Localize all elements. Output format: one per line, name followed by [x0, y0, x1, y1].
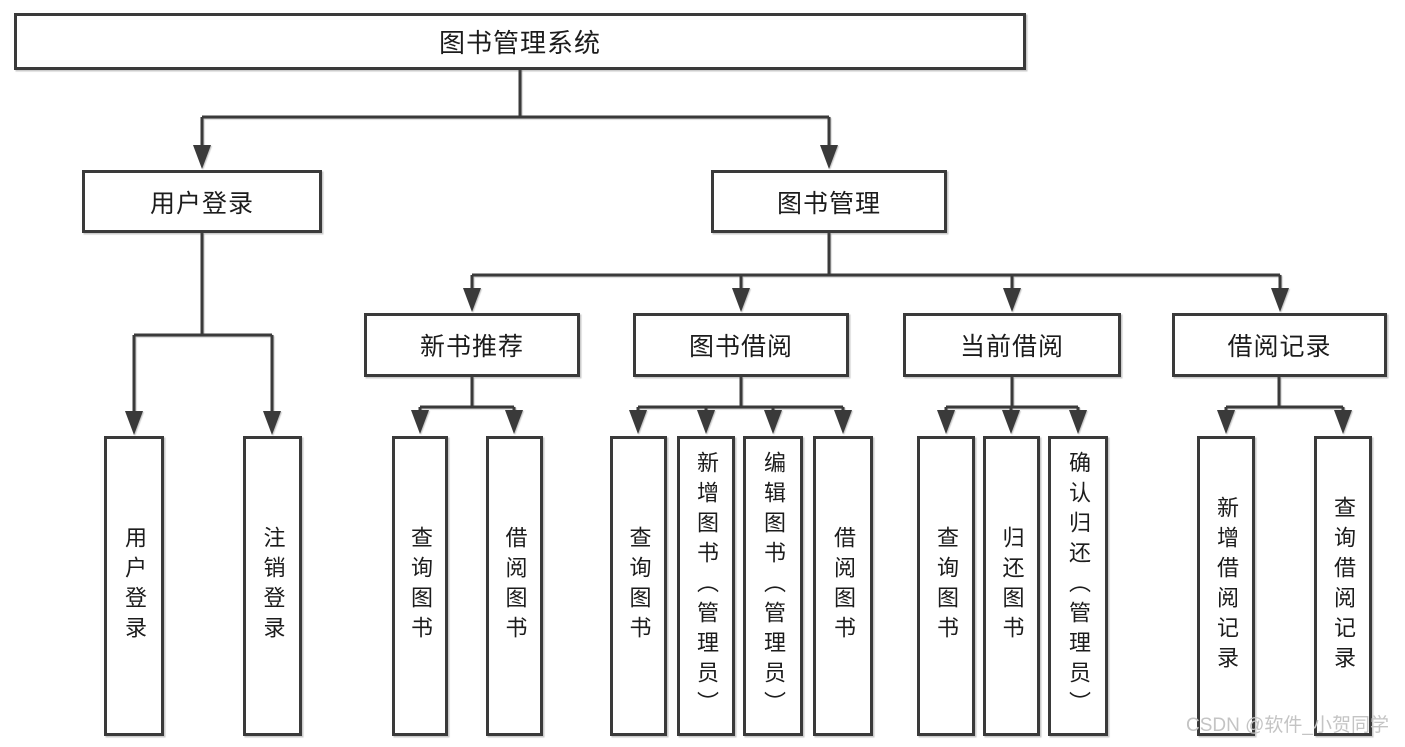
node-leaf-confirm-return-admin-label: 确认归还（管理员） [1066, 451, 1091, 721]
node-library-management-system: 图书管理系统 [14, 13, 1026, 70]
connector-current-borrowing-children [937, 377, 1087, 434]
node-book-borrowing: 图书借阅 [633, 313, 849, 377]
node-leaf-add-book-admin: 新增图书（管理员） [677, 436, 735, 736]
arrowhead [505, 410, 523, 434]
connector-book-management-children [463, 233, 1289, 312]
node-leaf-query-books-3: 查询图书 [917, 436, 975, 736]
arrowhead [1217, 410, 1235, 434]
node-leaf-borrow-books-2-label: 借阅图书 [831, 526, 856, 646]
node-book-management: 图书管理 [711, 170, 947, 233]
arrowhead [463, 288, 481, 312]
node-leaf-query-books-2: 查询图书 [610, 436, 667, 736]
node-user-login-label: 用户登录 [149, 189, 254, 218]
arrowhead [193, 145, 211, 169]
node-leaf-add-book-admin-label: 新增图书（管理员） [694, 451, 719, 721]
node-leaf-return-book: 归还图书 [983, 436, 1040, 736]
node-book-management-label: 图书管理 [776, 189, 881, 218]
node-new-book-recommendation-label: 新书推荐 [419, 333, 524, 361]
arrowhead [834, 410, 852, 434]
arrowhead [732, 288, 750, 312]
node-leaf-add-borrow-record-label: 新增借阅记录 [1214, 496, 1239, 676]
arrowhead [1069, 410, 1087, 434]
node-book-borrowing-label: 图书借阅 [688, 333, 793, 361]
node-leaf-user-login: 用户登录 [104, 436, 164, 736]
node-current-borrowing: 当前借阅 [903, 313, 1121, 377]
node-leaf-borrow-books-1-label: 借阅图书 [502, 526, 528, 646]
arrowhead [1271, 288, 1289, 312]
node-leaf-query-books-3-label: 查询图书 [934, 526, 959, 646]
connector-book-borrowing-children [629, 377, 852, 434]
arrowhead [1003, 288, 1021, 312]
arrowhead [411, 410, 429, 434]
node-borrowing-records: 借阅记录 [1172, 313, 1387, 377]
node-new-book-recommendation: 新书推荐 [364, 313, 580, 377]
node-leaf-edit-book-admin-label: 编辑图书（管理员） [761, 451, 786, 721]
node-leaf-edit-book-admin: 编辑图书（管理员） [743, 436, 803, 736]
arrowhead [125, 411, 143, 435]
arrowhead [263, 411, 281, 435]
connector-new-book-recommendation-children [411, 377, 523, 434]
node-leaf-borrow-books-2: 借阅图书 [813, 436, 873, 736]
connector-user-login-children [125, 233, 281, 435]
node-leaf-query-borrow-record-label: 查询借阅记录 [1331, 496, 1356, 676]
node-leaf-add-borrow-record: 新增借阅记录 [1197, 436, 1255, 736]
node-leaf-return-book-label: 归还图书 [999, 526, 1025, 646]
arrowhead [629, 410, 647, 434]
node-borrowing-records-label: 借阅记录 [1227, 333, 1332, 361]
arrowhead [937, 410, 955, 434]
node-leaf-borrow-books-1: 借阅图书 [486, 436, 543, 736]
connector-root-to-level2 [193, 69, 838, 169]
node-library-management-system-label: 图书管理系统 [438, 28, 601, 58]
node-leaf-logout-label: 注销登录 [260, 526, 286, 646]
node-leaf-query-borrow-record: 查询借阅记录 [1314, 436, 1372, 736]
node-leaf-logout: 注销登录 [243, 436, 302, 736]
node-leaf-user-login-label: 用户登录 [122, 526, 147, 646]
arrowhead [820, 145, 838, 169]
node-current-borrowing-label: 当前借阅 [959, 333, 1064, 361]
arrowhead [1002, 410, 1020, 434]
node-leaf-query-books-1: 查询图书 [392, 436, 448, 736]
node-leaf-query-books-2-label: 查询图书 [626, 526, 652, 646]
arrowhead [764, 410, 782, 434]
arrowhead [697, 410, 715, 434]
connector-borrowing-records-children [1217, 377, 1352, 434]
node-user-login: 用户登录 [82, 170, 322, 233]
csdn-watermark: CSDN @软件_小贺同学 [1186, 715, 1389, 736]
arrowhead [1334, 410, 1352, 434]
node-leaf-confirm-return-admin: 确认归还（管理员） [1048, 436, 1108, 736]
node-leaf-query-books-1-label: 查询图书 [408, 526, 433, 646]
